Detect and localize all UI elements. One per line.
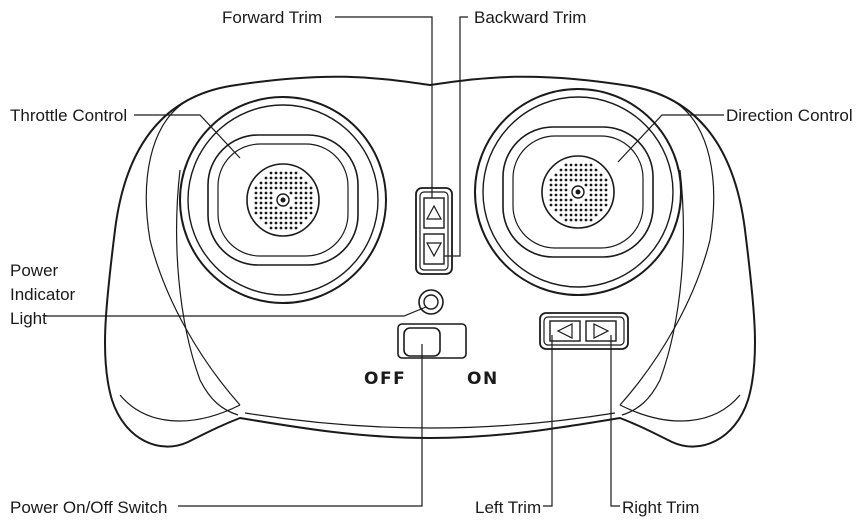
- forward-trim-callout-line: [335, 16, 433, 198]
- direction-control-callout-line: [617, 114, 724, 163]
- left-trim-button[interactable]: [549, 320, 581, 342]
- horizontal-trim-panel: [539, 312, 629, 350]
- controller-body: [103, 75, 757, 448]
- direction-control-label: Direction Control: [726, 106, 853, 125]
- right-trim-button[interactable]: [585, 320, 617, 342]
- triangle-up-icon: [425, 204, 443, 220]
- direction-joystick[interactable]: [474, 88, 682, 296]
- left-trim-callout-line: [543, 335, 553, 507]
- power-switch-label: Power On/Off Switch: [10, 498, 167, 517]
- right-lower-contour: [619, 394, 741, 422]
- switch-off-label: OFF: [364, 369, 406, 389]
- power-indicator-label-2: Indicator: [10, 285, 76, 304]
- power-indicator-label-1: Power: [10, 261, 59, 280]
- triangle-left-icon: [556, 323, 573, 339]
- triangle-right-icon: [593, 323, 610, 339]
- power-indicator-callout-line: [44, 306, 427, 317]
- right-trim-label: Right Trim: [622, 498, 699, 517]
- backward-trim-label: Backward Trim: [474, 8, 586, 27]
- direction-stick-grip: [541, 155, 615, 229]
- switch-on-label: ON: [467, 369, 499, 389]
- left-trim-label: Left Trim: [475, 498, 541, 517]
- bottom-inner-edge: [244, 412, 616, 429]
- left-lower-contour: [119, 394, 241, 422]
- throttle-control-callout-line: [134, 114, 241, 159]
- throttle-stick-grip: [246, 163, 320, 237]
- forward-trim-label: Forward Trim: [222, 8, 322, 27]
- backward-trim-callout-line: [444, 16, 468, 257]
- throttle-joystick[interactable]: [179, 96, 387, 304]
- vertical-trim-panel: [415, 187, 453, 275]
- forward-trim-button[interactable]: [423, 197, 445, 229]
- right-grip-edge: [621, 169, 684, 416]
- power-indicator-label-3: Light: [10, 309, 47, 328]
- right-trim-callout-line: [610, 335, 620, 507]
- triangle-down-icon: [425, 242, 443, 258]
- backward-trim-button[interactable]: [423, 233, 445, 265]
- power-switch-callout-line: [178, 344, 423, 507]
- left-grip-edge: [176, 169, 239, 416]
- left-grip-contour: [145, 101, 241, 406]
- throttle-control-label: Throttle Control: [10, 106, 127, 125]
- power-indicator-light: [418, 289, 444, 315]
- right-grip-contour: [619, 101, 715, 406]
